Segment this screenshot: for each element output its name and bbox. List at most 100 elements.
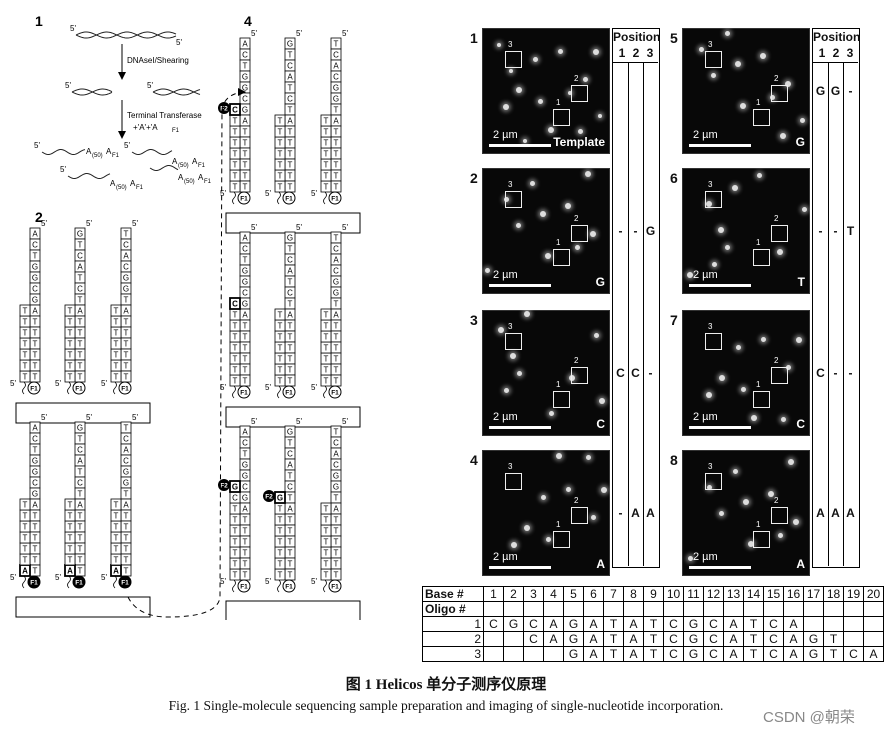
sequence-base: T: [288, 139, 293, 148]
blank-cell: [763, 601, 784, 617]
sequence-base: T: [334, 106, 339, 115]
primer-base: T: [23, 523, 28, 532]
sequence-base: T: [124, 523, 129, 532]
panel-number: 1: [470, 30, 478, 46]
sequence-base: T: [288, 322, 293, 331]
sequence-base: T: [243, 450, 248, 459]
sequence-base: T: [124, 556, 129, 565]
sequence-base: A: [333, 62, 339, 71]
blank-cell: [603, 601, 624, 617]
primer-base-cell: [229, 480, 241, 493]
five-prime-label: 5': [132, 219, 138, 228]
fluorescent-spot: [583, 77, 588, 82]
base-cell: C: [843, 646, 864, 662]
roi-label: 1: [556, 98, 561, 107]
position-divider: [812, 62, 858, 63]
fluorophore-f1-label: F1: [240, 584, 248, 591]
tail-a: A: [130, 179, 136, 188]
roi-box: [705, 191, 722, 208]
five-prime-label: 5': [132, 413, 138, 422]
fluorescent-spot: [549, 411, 554, 416]
primer-base: T: [233, 128, 238, 137]
fluorophore-f1: [72, 575, 86, 589]
primer-base: T: [278, 549, 283, 558]
sequence-base: T: [124, 362, 129, 371]
base-cell: A: [723, 631, 744, 647]
position-col-number: 2: [832, 46, 840, 60]
position-column: [812, 28, 860, 568]
roi-label: 3: [508, 322, 513, 331]
base-cell: T: [823, 646, 844, 662]
dna-helix-frag: [71, 88, 113, 96]
roi-box: [771, 225, 788, 242]
primer-base: T: [233, 139, 238, 148]
primer-base: T: [324, 161, 329, 170]
fluorescent-spot: [735, 61, 741, 67]
roi-label: 3: [508, 180, 513, 189]
sequence-base: T: [243, 161, 248, 170]
fluorophore-f1-label: F1: [240, 390, 248, 397]
primer-base: T: [324, 150, 329, 159]
template-label: Template: [553, 135, 605, 149]
five-prime-label: 5': [41, 413, 47, 422]
primer-base: T: [114, 318, 119, 327]
primer-base: A: [67, 567, 73, 576]
fluorescent-spot: [793, 519, 799, 525]
sequence-base: T: [334, 428, 339, 437]
primer-base: T: [114, 501, 119, 510]
roi-box: [505, 473, 522, 490]
fluorophore-f2: [218, 479, 230, 491]
primer-base: C: [232, 300, 238, 309]
fluorescent-spot: [781, 417, 786, 422]
step-number: 1: [35, 13, 43, 29]
sequence-base: C: [242, 51, 248, 60]
sequence-base: T: [334, 571, 339, 580]
sequence-base: T: [334, 161, 339, 170]
five-prime-label: 5': [55, 379, 61, 388]
sequence-base: T: [288, 344, 293, 353]
base-cell: G: [683, 646, 704, 662]
scale-label: 2 µm: [693, 551, 718, 563]
sequence-base: T: [288, 128, 293, 137]
sequence-base: T: [243, 322, 248, 331]
fluorescent-spot: [538, 99, 543, 104]
base-cell: C: [663, 646, 684, 662]
sequence-base: C: [32, 479, 38, 488]
fluorescent-spot: [503, 104, 509, 110]
five-prime-label: 5': [124, 141, 130, 150]
roi-label: 1: [756, 380, 761, 389]
base-cell: T: [743, 631, 764, 647]
fluorophore-f1-label: F1: [285, 390, 293, 397]
flow-cell-surface: [15, 596, 151, 618]
fluorescent-spot: [516, 223, 521, 228]
five-prime-label: 5': [176, 38, 182, 47]
roi-label: 1: [756, 98, 761, 107]
fluorescent-spot: [706, 392, 712, 398]
fluorescent-spot: [687, 272, 693, 278]
caption-cn-title: Helicos 单分子测序仪原理: [375, 677, 547, 693]
base-cell: A: [723, 646, 744, 662]
primer-base: T: [68, 534, 73, 543]
fluorescent-spot: [778, 533, 783, 538]
roi-label: 2: [774, 74, 779, 83]
sequence-base: T: [243, 62, 248, 71]
fluorescent-spot: [509, 69, 513, 73]
blank-cell: [703, 601, 724, 617]
tail-a: A: [106, 147, 112, 156]
roi-box: [553, 249, 570, 266]
table-header-base: Base #: [422, 586, 484, 602]
base-number: 7: [603, 586, 624, 602]
figure-caption-cn: 图 1 Helicos 单分子测序仪原理: [0, 673, 892, 694]
five-prime-label: 5': [342, 223, 348, 232]
linker: [22, 575, 26, 589]
primer-base-cell: [320, 114, 332, 127]
fluorescent-spot: [510, 353, 516, 359]
fluorescent-spot: [688, 556, 693, 561]
fluorescent-spot: [732, 185, 738, 191]
sequence-base: G: [242, 278, 248, 287]
sequence-base: T: [33, 340, 38, 349]
dna-fragment: [67, 173, 111, 179]
blank-cell: [503, 601, 524, 617]
